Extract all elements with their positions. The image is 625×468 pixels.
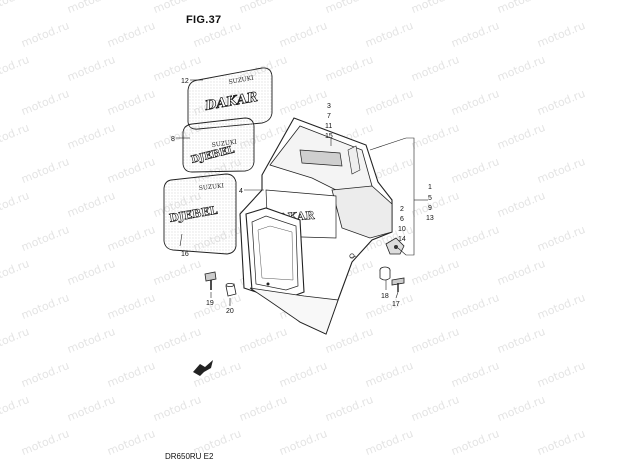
callout-12: 12 [181,78,189,85]
decal-12: SUZUKI DAKAR [187,67,273,130]
front-arrow-icon [193,360,213,376]
callout-3: 3 [327,103,331,110]
callout-8: 8 [171,136,175,143]
callout-11: 11 [325,123,332,130]
leader-lines [176,79,428,306]
decal-16-brand: SUZUKI [198,182,224,192]
callout-17: 17 [392,301,400,308]
callout-13: 13 [426,215,434,222]
headlight-cowl: DAKAR [239,117,393,335]
callout-4: 4 [239,188,243,195]
callout-numbers: 12 8 16 4 3 7 11 15 1 5 9 13 2 6 10 14 1… [171,78,434,315]
decal-16: SUZUKI DJEBEL [163,173,237,255]
decal-8: SUZUKI DJEBEL [182,117,255,173]
callout-10: 10 [398,226,406,233]
callout-2: 2 [400,206,404,213]
callout-5: 5 [428,195,432,202]
callout-14: 14 [398,236,406,243]
model-code: DR650RU E2 [165,452,214,461]
bolt-19 [204,271,217,282]
callout-7: 7 [327,113,331,120]
callout-20: 20 [226,308,234,315]
callout-16: 16 [181,251,189,258]
hardware-parts [193,237,405,376]
callout-18: 18 [381,293,389,300]
callout-1: 1 [428,184,432,191]
callout-15: 15 [325,133,333,140]
callout-19: 19 [206,300,214,307]
callout-6: 6 [400,216,404,223]
callout-9: 9 [428,205,432,212]
figure-title: FIG.37 [186,14,222,26]
decal-12-brand: SUZUKI [228,75,255,86]
decal-8-brand: SUZUKI [211,138,238,149]
screw-17 [391,277,405,286]
